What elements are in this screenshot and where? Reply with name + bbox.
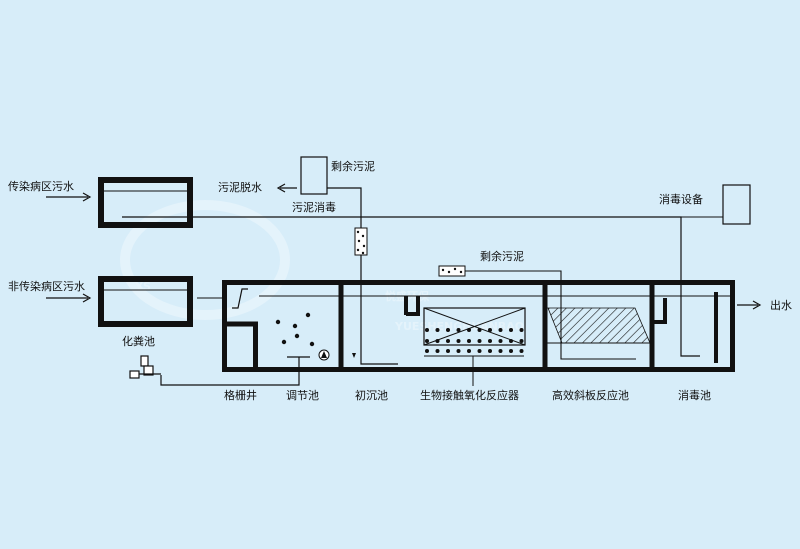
aeration-dot — [435, 328, 440, 332]
label-septic-tank: 化粪池 — [122, 334, 155, 348]
aeration-dot — [509, 328, 513, 332]
disinfection-equipment — [722, 184, 751, 225]
label-infectious-inflow: 传染病区污水 — [8, 179, 74, 193]
aeration-dot — [477, 328, 482, 332]
aeration-dot — [519, 349, 524, 353]
aeration-dot — [519, 328, 524, 332]
aeration-dot — [488, 349, 492, 353]
label-excess-sludge-mid: 剩余污泥 — [480, 249, 524, 263]
aeration-dot — [488, 328, 492, 332]
bio-media-module — [423, 307, 526, 386]
non-infectious-tank — [98, 276, 193, 327]
aeration-dot — [488, 339, 492, 343]
arrow-icon — [752, 300, 762, 310]
aeration-dot — [509, 349, 513, 353]
aeration-dot — [435, 339, 440, 343]
aeration-dot — [498, 339, 503, 343]
main-treatment-structure — [222, 280, 735, 372]
label-outflow: 出水 — [770, 298, 792, 312]
label-non-infectious-inflow: 非传染病区污水 — [8, 279, 85, 293]
arrow-left-icon — [276, 183, 286, 193]
sludge-filter — [354, 227, 368, 256]
aeration-dot — [498, 349, 503, 353]
label-disinfection-equipment: 消毒设备 — [659, 192, 703, 206]
aeration-dot — [456, 328, 461, 332]
aeration-dot — [446, 349, 450, 353]
aeration-dot — [509, 339, 513, 343]
aeration-dot — [425, 349, 429, 353]
label-sludge-dewatering: 污泥脱水 — [218, 180, 262, 194]
arrow-icon — [82, 293, 92, 303]
aeration-dot — [467, 328, 471, 332]
excess-sludge-tank — [300, 156, 328, 195]
septic-pump-icon — [129, 355, 161, 379]
aeration-dot — [425, 328, 429, 332]
label-disinfection-tank: 消毒池 — [678, 388, 711, 402]
label-grid-well: 格栅井 — [224, 388, 257, 402]
aeration-dot — [467, 339, 471, 343]
aeration-dots — [425, 328, 524, 353]
aeration-dot — [456, 339, 461, 343]
aeration-dot — [477, 339, 482, 343]
aeration-dot — [425, 339, 429, 343]
label-sludge-disinfection: 污泥消毒 — [292, 200, 336, 214]
arrow-icon — [82, 192, 92, 202]
aeration-dot — [498, 328, 503, 332]
label-inclined-plate: 高效斜板反应池 — [552, 388, 629, 402]
aeration-dot — [456, 349, 461, 353]
label-excess-sludge-top: 剩余污泥 — [331, 159, 375, 173]
infectious-tank — [98, 177, 193, 228]
aeration-dot — [435, 349, 440, 353]
aeration-dot — [446, 339, 450, 343]
aeration-dot — [477, 349, 482, 353]
label-equalization-tank: 调节池 — [286, 389, 319, 402]
label-bio-contact-oxidation: 生物接触氧化反应器 — [420, 388, 519, 402]
aeration-bubbles — [275, 312, 315, 347]
aeration-dot — [446, 328, 450, 332]
inclined-plates — [547, 307, 651, 344]
aeration-dot — [519, 339, 524, 343]
aeration-dot — [467, 349, 471, 353]
label-primary-sedimentation: 初沉池 — [355, 388, 388, 402]
